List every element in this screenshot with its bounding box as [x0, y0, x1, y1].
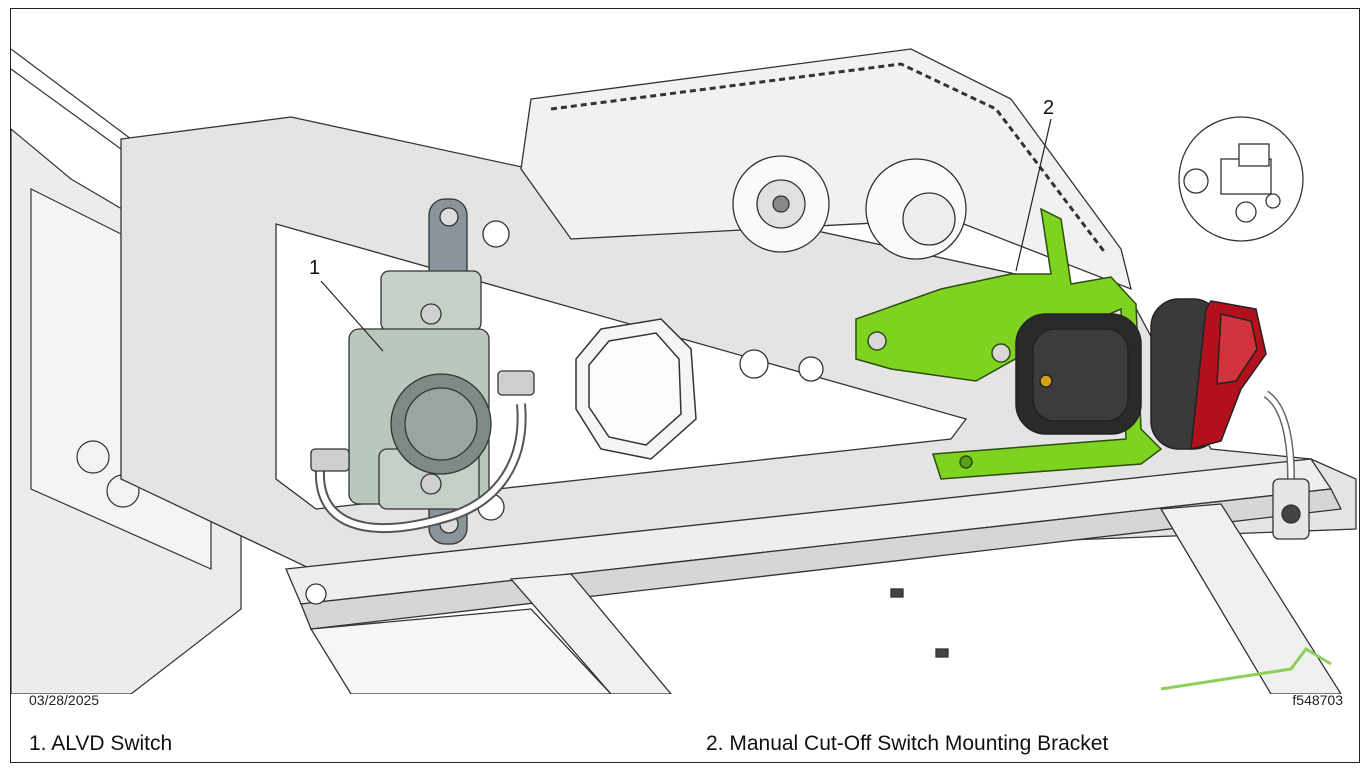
cutoff-switch — [1015, 298, 1267, 451]
callout-1-label: 1 — [309, 257, 320, 279]
battery-box — [520, 48, 1132, 291]
octagonal-cover — [575, 318, 697, 460]
figure-frame: 1 2 03/28/2025 f548703 1. ALVD Switch 2.… — [10, 8, 1360, 763]
figure-id: f548703 — [1292, 692, 1343, 708]
alvd-switch — [310, 270, 535, 534]
legend-item-1: 1. ALVD Switch — [29, 732, 173, 755]
callout-2-leader — [1015, 118, 1052, 272]
right-post — [1263, 390, 1310, 540]
truck-orientation-icon — [1178, 116, 1304, 242]
cutoff-bracket — [855, 207, 1163, 480]
green-edge-line — [1160, 647, 1332, 691]
figure-date: 03/28/2025 — [29, 692, 100, 708]
illustration: 1 2 — [11, 48, 1357, 694]
callout-1-leader — [320, 280, 384, 352]
callout-2-label: 2 — [1043, 97, 1054, 119]
legend-item-2: 2. Manual Cut-Off Switch Mounting Bracke… — [706, 732, 1109, 755]
